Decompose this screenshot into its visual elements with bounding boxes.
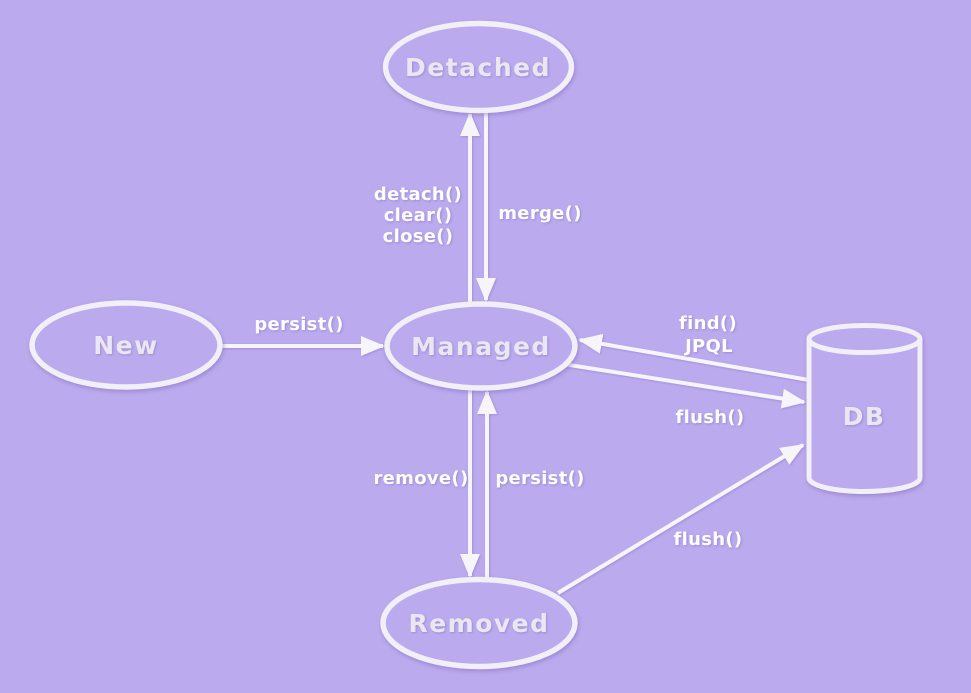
- edge-label-jpql: JPQL: [683, 336, 733, 357]
- labels: Detached New Managed Removed DB persist(…: [93, 53, 886, 638]
- node-managed: [384, 301, 578, 391]
- node-detached-label: Detached: [405, 53, 551, 82]
- edge-managed-to-db: [562, 362, 806, 409]
- edge-db-to-managed: [578, 333, 810, 382]
- edge-label-persist-new: persist(): [254, 314, 343, 335]
- edge-label-clear: clear(): [384, 205, 453, 226]
- edge-label-merge: merge(): [498, 203, 582, 224]
- node-new: [29, 300, 223, 390]
- nodes: [29, 20, 923, 670]
- edge-label-remove: remove(): [373, 468, 468, 489]
- edge-label-flush-managed: flush(): [676, 407, 745, 428]
- node-removed: [380, 576, 578, 670]
- edge-label-persist-removed: persist(): [495, 468, 584, 489]
- db-cylinder-body: [806, 339, 923, 494]
- edge-label-find: find(): [679, 313, 737, 334]
- edge-label-flush-removed: flush(): [674, 529, 743, 550]
- node-db-cylinder: [806, 323, 923, 494]
- edges: [221, 110, 810, 595]
- node-managed-label: Managed: [411, 332, 551, 361]
- node-new-label: New: [93, 331, 158, 360]
- node-db-label: DB: [843, 402, 886, 431]
- node-detached: [382, 20, 575, 114]
- edge-label-close: close(): [383, 226, 454, 247]
- edge-label-detach: detach(): [374, 184, 462, 205]
- edge-removed-to-db: [556, 443, 805, 595]
- node-removed-label: Removed: [408, 609, 549, 638]
- db-cylinder-top: [806, 323, 923, 355]
